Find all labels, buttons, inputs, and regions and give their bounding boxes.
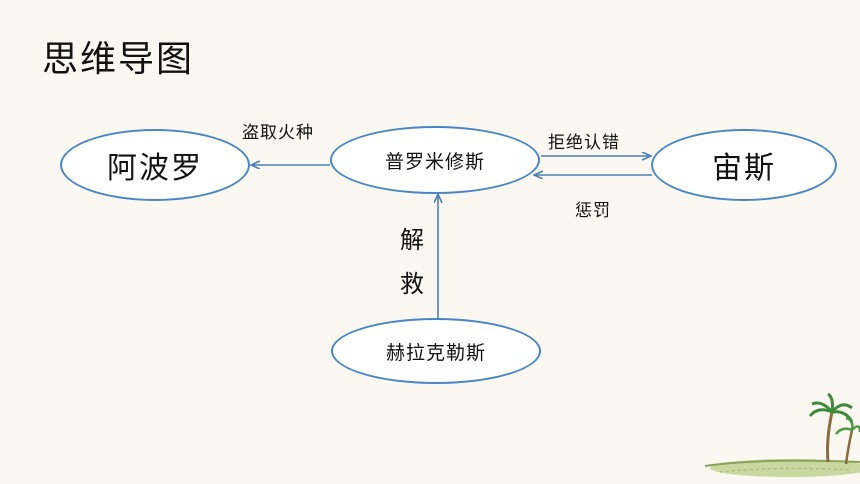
edge-label-refuse-apology: 拒绝认错 bbox=[548, 133, 620, 153]
node-prometheus: 普罗米修斯 bbox=[330, 126, 540, 194]
node-hercules: 赫拉克勒斯 bbox=[331, 318, 541, 384]
node-zeus: 宙斯 bbox=[651, 129, 837, 201]
node-apollo: 阿波罗 bbox=[60, 129, 250, 201]
slide-title: 思维导图 bbox=[42, 39, 195, 80]
node-prometheus-label: 普罗米修斯 bbox=[384, 150, 485, 173]
node-zeus-label: 宙斯 bbox=[712, 151, 776, 186]
edge-label-steal-fire: 盗取火种 bbox=[242, 123, 314, 143]
edge-label-rescue: 解救 bbox=[400, 226, 424, 298]
node-hercules-label: 赫拉克勒斯 bbox=[385, 341, 486, 364]
node-apollo-label: 阿波罗 bbox=[107, 151, 203, 186]
edge-label-punish: 惩罚 bbox=[575, 201, 611, 221]
